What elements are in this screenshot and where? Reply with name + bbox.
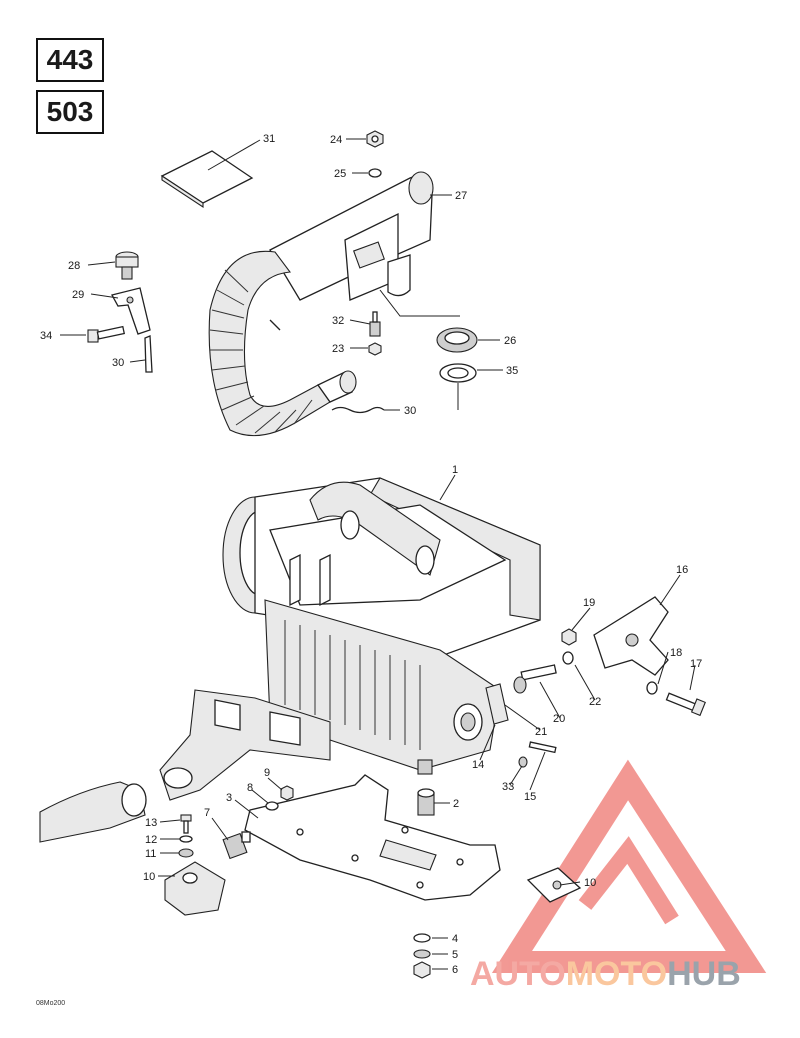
model-box-503: 503 bbox=[36, 90, 104, 134]
bolt-part bbox=[665, 692, 706, 717]
nut-part bbox=[413, 961, 431, 979]
callout-18: 18 bbox=[670, 647, 682, 659]
exhaust-gasket-part bbox=[439, 363, 477, 383]
model-box-443: 443 bbox=[36, 38, 104, 82]
bolt-part bbox=[87, 325, 126, 343]
callout-20: 20 bbox=[553, 713, 565, 725]
callout-10: 10 bbox=[143, 871, 155, 883]
washer-part bbox=[413, 933, 431, 943]
callout-9: 9 bbox=[264, 767, 270, 779]
spring-clip-part bbox=[144, 335, 153, 373]
callout-28: 28 bbox=[68, 260, 80, 272]
callout-7: 7 bbox=[204, 807, 210, 819]
callout-24: 24 bbox=[330, 134, 342, 146]
engine-mounting-plate-part bbox=[244, 774, 501, 901]
callout-29: 29 bbox=[72, 289, 84, 301]
watermark-part: HUB bbox=[667, 955, 741, 993]
nut-part bbox=[561, 628, 577, 646]
callout-26: 26 bbox=[504, 335, 516, 347]
callout-5: 5 bbox=[452, 949, 458, 961]
callout-10: 10 bbox=[584, 877, 596, 889]
engine-mount-bracket-part bbox=[526, 867, 582, 903]
callout-3: 3 bbox=[226, 792, 232, 804]
washer-part bbox=[265, 801, 279, 811]
callout-6: 6 bbox=[452, 964, 458, 976]
watermark-text: AUTOMOTOHUB bbox=[470, 955, 741, 994]
model-number: 443 bbox=[46, 44, 94, 75]
exhaust-spring-part bbox=[331, 406, 385, 414]
callout-30: 30 bbox=[112, 357, 124, 369]
washer-part bbox=[562, 651, 574, 665]
leader-lines bbox=[60, 138, 696, 970]
callout-labels: 31 24 25 27 28 29 34 30 32 23 26 35 30 1… bbox=[40, 133, 702, 976]
callout-14: 14 bbox=[472, 759, 484, 771]
callout-32: 32 bbox=[332, 315, 344, 327]
callout-34: 34 bbox=[40, 330, 52, 342]
washer-part bbox=[368, 168, 382, 178]
washer-part bbox=[518, 756, 528, 768]
engine-block-part bbox=[222, 477, 541, 775]
callout-12: 12 bbox=[145, 834, 157, 846]
callout-13: 13 bbox=[145, 817, 157, 829]
watermark-logo-icon bbox=[491, 759, 767, 973]
callout-1: 1 bbox=[452, 464, 458, 476]
nut-part bbox=[368, 342, 382, 356]
rubber-mount-part bbox=[222, 831, 251, 860]
callout-33: 33 bbox=[502, 781, 514, 793]
watermark-part: AUTO bbox=[470, 955, 566, 993]
nut-part bbox=[280, 785, 294, 801]
rubber-bumper-part bbox=[115, 251, 139, 280]
callout-19: 19 bbox=[583, 597, 595, 609]
bolt-part bbox=[180, 814, 192, 834]
heat-shield-part bbox=[485, 683, 509, 725]
washer-part bbox=[178, 848, 194, 858]
muffler-assembly-part bbox=[208, 171, 434, 437]
callout-35: 35 bbox=[506, 365, 518, 377]
support-bracket-part bbox=[593, 596, 669, 676]
exhaust-manifold-part bbox=[39, 689, 331, 843]
spacer-part bbox=[417, 788, 435, 816]
callout-31: 31 bbox=[263, 133, 275, 145]
exhaust-seal-ring-part bbox=[436, 327, 478, 353]
callout-23: 23 bbox=[332, 343, 344, 355]
callout-22: 22 bbox=[589, 696, 601, 708]
callout-21: 21 bbox=[535, 726, 547, 738]
callout-11: 11 bbox=[145, 848, 156, 860]
callout-15: 15 bbox=[524, 791, 536, 803]
gasket-pad-part bbox=[160, 150, 254, 209]
callout-17: 17 bbox=[690, 658, 702, 670]
nut-part bbox=[366, 130, 384, 148]
drawing-reference-code: 08Mo200 bbox=[36, 1000, 66, 1007]
callout-2: 2 bbox=[453, 798, 459, 810]
stud-spacer-part bbox=[513, 664, 557, 694]
callout-8: 8 bbox=[247, 782, 253, 794]
callout-16: 16 bbox=[676, 564, 688, 576]
callout-4: 4 bbox=[452, 933, 458, 945]
washer-part bbox=[413, 949, 431, 959]
engine-mount-bracket-part bbox=[164, 861, 226, 916]
watermark-part: MOTO bbox=[565, 955, 668, 993]
washer-part bbox=[179, 835, 193, 843]
callout-30: 30 bbox=[404, 405, 416, 417]
bolt-part bbox=[528, 741, 557, 754]
mounting-bracket-part bbox=[111, 287, 151, 335]
callout-27: 27 bbox=[455, 190, 467, 202]
callout-25: 25 bbox=[334, 168, 346, 180]
washer-part bbox=[646, 681, 658, 695]
stud-part bbox=[369, 311, 381, 337]
model-number: 503 bbox=[46, 96, 94, 127]
